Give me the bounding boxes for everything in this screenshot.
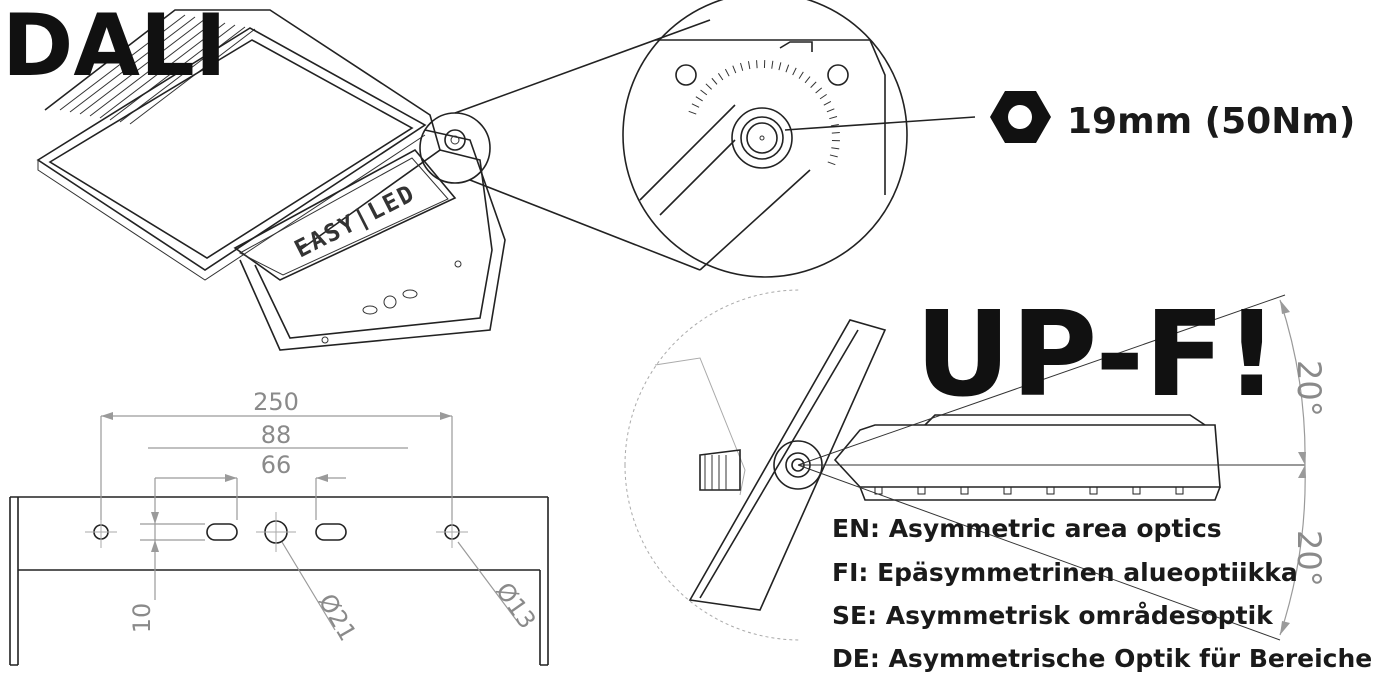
optics-en: EN: Asymmetric area optics: [832, 514, 1222, 543]
scale-tick: [747, 61, 751, 70]
scale-tick: [717, 73, 724, 81]
fastener: [1132, 486, 1141, 495]
housing-fasteners: [874, 486, 1184, 495]
dim-width-total: 250: [253, 388, 299, 416]
dim-hole-center: Ø21: [313, 589, 362, 646]
scale-tick: [691, 103, 700, 108]
fastener: [1175, 486, 1184, 495]
scale-tick: [829, 154, 838, 158]
scale-tick: [810, 81, 817, 88]
scale-tick: [798, 71, 804, 79]
scale-tick: [785, 64, 790, 73]
scale-tick: [711, 77, 718, 85]
bracket-front-view: 250 88 66 10 Ø21 Ø13: [9, 388, 549, 666]
scale-tick: [815, 87, 823, 94]
scale-tick: [831, 132, 840, 134]
scale-tick: [804, 76, 811, 84]
fastener: [960, 486, 969, 495]
zoom-callout: [454, 0, 976, 278]
dim-width-inner: 66: [261, 451, 292, 479]
scale-tick: [823, 100, 832, 106]
fastener: [917, 486, 926, 495]
scale-tick: [705, 83, 712, 90]
dim-hole-side: Ø13: [490, 577, 541, 634]
optics-de: DE: Asymmetrische Optik für Bereiche: [832, 644, 1372, 673]
scale-tick: [700, 89, 708, 96]
scale-tick: [756, 60, 758, 69]
fastener: [1089, 486, 1098, 495]
scale-tick: [724, 68, 730, 77]
scale-tick: [830, 123, 839, 127]
scale-tick: [732, 65, 737, 74]
fastener: [1046, 486, 1055, 495]
scale-tick: [688, 110, 697, 115]
scale-tick: [831, 147, 840, 150]
hex-spec: 19mm (50Nm): [990, 91, 1355, 143]
tilt-lower-label: 20°: [1290, 530, 1328, 587]
dim-width-slots: 88: [261, 421, 292, 449]
brand-title: DALI: [2, 0, 227, 96]
scale-tick: [819, 93, 827, 100]
scale-tick: [778, 62, 782, 71]
scale-tick: [827, 161, 836, 166]
optics-fi: FI: Epäsymmetrinen alueoptiikka: [832, 558, 1298, 587]
fixture-side-view: 20° 20°: [624, 289, 1328, 641]
scale-tick: [771, 60, 774, 69]
optics-se: SE: Asymmetrisk områdesoptik: [832, 601, 1274, 630]
scale-tick: [826, 108, 835, 113]
optics-list: EN: Asymmetric area optics FI: Epäsymmet…: [832, 514, 1372, 673]
scale-tick: [740, 62, 744, 71]
fastener: [1003, 486, 1012, 495]
model-title: UP-F!: [915, 285, 1279, 423]
dim-height-slot: 10: [128, 603, 156, 634]
hex-spec-text: 19mm (50Nm): [1067, 101, 1355, 142]
scale-tick: [829, 116, 838, 120]
tilt-upper-label: 20°: [1290, 360, 1328, 417]
degree-scale: [688, 60, 840, 166]
scale-tick: [792, 67, 797, 76]
scale-tick: [695, 96, 703, 102]
